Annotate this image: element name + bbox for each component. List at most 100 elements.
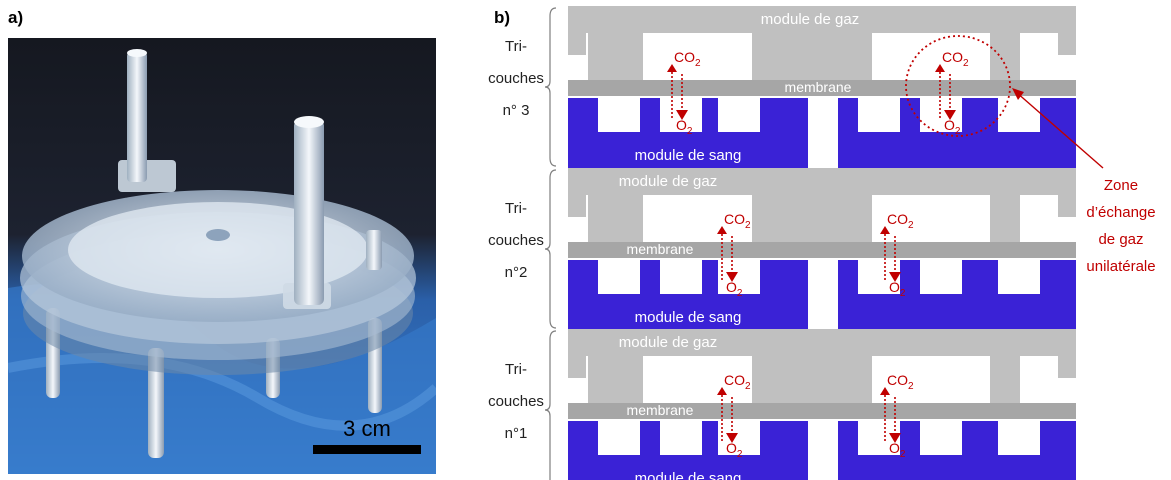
arrow-head xyxy=(889,272,901,282)
oxygenator-device-photo: 3 cm xyxy=(8,38,436,474)
blood-outlet-tube xyxy=(294,120,324,305)
blood-channel xyxy=(718,421,760,455)
gas-pillar xyxy=(1058,195,1076,217)
tri-couches-label: Tri- xyxy=(505,361,527,378)
co2-label: CO2 xyxy=(724,211,751,231)
blood-channel xyxy=(718,98,760,132)
tube-opening xyxy=(294,116,324,128)
center-port xyxy=(206,229,230,241)
arrow-head xyxy=(726,433,738,443)
arrow-head xyxy=(726,272,738,282)
gas-pillar xyxy=(568,33,586,55)
gas-module-label: module de gaz xyxy=(619,334,717,351)
blood-channel xyxy=(920,260,962,294)
tri-couches-label: couches xyxy=(488,393,544,410)
tri-couches-number: n° 3 xyxy=(503,102,530,119)
tube-opening xyxy=(127,49,147,57)
tri-couches-label: Tri- xyxy=(505,200,527,217)
arrow-head xyxy=(717,387,727,395)
gas-module xyxy=(568,329,1076,356)
tri-couches-number: n°2 xyxy=(505,264,528,281)
arrow-head xyxy=(935,64,945,72)
o2-label: O2 xyxy=(726,279,743,299)
gas-module xyxy=(568,168,1076,195)
blood-module-label: module de sang xyxy=(635,309,742,326)
tri-couches-number: n°1 xyxy=(505,425,528,442)
gas-pillar xyxy=(752,33,872,81)
central-gap xyxy=(808,98,838,172)
membrane-disk xyxy=(68,202,368,298)
gas-pillar xyxy=(588,356,643,404)
gas-pillar xyxy=(1058,33,1076,55)
gas-module-label: module de gaz xyxy=(761,11,859,28)
blood-channel xyxy=(998,260,1040,294)
blood-channel xyxy=(598,98,640,132)
co2-label: CO2 xyxy=(674,49,701,69)
co2-label: CO2 xyxy=(724,372,751,392)
gas-pillar xyxy=(568,356,586,378)
arrow-head xyxy=(667,64,677,72)
layer-brace xyxy=(544,169,557,329)
co2-label: CO2 xyxy=(887,372,914,392)
membrane-label: membrane xyxy=(627,402,694,418)
membrane xyxy=(568,242,1076,258)
exchange-zone-circle xyxy=(905,35,1011,137)
membrane-label: membrane xyxy=(785,79,852,95)
gas-pillar xyxy=(1058,356,1076,378)
gas-module-label: module de gaz xyxy=(619,173,717,190)
gas-pillar xyxy=(588,33,643,81)
arrow-head xyxy=(717,226,727,234)
blood-channel xyxy=(718,260,760,294)
blood-channel xyxy=(920,421,962,455)
scale-bar xyxy=(313,445,421,454)
layer-brace xyxy=(544,330,557,480)
co2-label: CO2 xyxy=(887,211,914,231)
gas-module xyxy=(568,6,1076,33)
gas-pillar xyxy=(990,195,1020,243)
tri-couches-label: couches xyxy=(488,232,544,249)
exchange-zone-label: unilatérale xyxy=(1086,258,1155,275)
o2-label: O2 xyxy=(889,440,906,460)
arrow-head xyxy=(889,433,901,443)
gas-pillar xyxy=(752,195,872,243)
gas-pillar xyxy=(588,195,643,243)
zone-pointer-head xyxy=(1012,88,1024,100)
blood-channel xyxy=(660,260,702,294)
gas-pillar xyxy=(990,356,1020,404)
scale-bar-label: 3 cm xyxy=(343,416,391,441)
blood-channel xyxy=(998,98,1040,132)
exchange-zone-label: Zone xyxy=(1104,177,1138,194)
layer-brace xyxy=(544,7,557,167)
gas-pillar xyxy=(752,356,872,404)
blood-channel xyxy=(598,260,640,294)
arrow-head xyxy=(944,110,956,120)
blood-module-label: module de sang xyxy=(635,147,742,164)
panel-b-label: b) xyxy=(494,8,511,27)
gas-inlet-tube xyxy=(127,52,147,182)
panel-a-label: a) xyxy=(8,8,24,27)
exchange-zone-label: d’échange xyxy=(1086,204,1155,221)
blood-channel xyxy=(660,421,702,455)
blood-module-label: module de sang xyxy=(635,470,742,480)
gas-pillar xyxy=(568,195,586,217)
arrow-head xyxy=(880,387,890,395)
membrane-label: membrane xyxy=(627,241,694,257)
o2-label: O2 xyxy=(944,117,961,137)
blood-channel xyxy=(998,421,1040,455)
membrane xyxy=(568,403,1076,419)
arrow-head xyxy=(880,226,890,234)
exchange-zone-label: de gaz xyxy=(1098,231,1143,248)
tri-couches-label: couches xyxy=(488,70,544,87)
membrane xyxy=(568,80,1076,96)
arrow-head xyxy=(676,110,688,120)
zone-pointer-line xyxy=(1015,91,1104,169)
blood-channel xyxy=(598,421,640,455)
central-gap xyxy=(808,421,838,480)
device-leg xyxy=(148,348,164,458)
blood-channel xyxy=(920,98,962,132)
central-gap xyxy=(808,260,838,334)
o2-label: O2 xyxy=(676,117,693,137)
co2-label: CO2 xyxy=(942,49,969,69)
tri-couches-label: Tri- xyxy=(505,38,527,55)
